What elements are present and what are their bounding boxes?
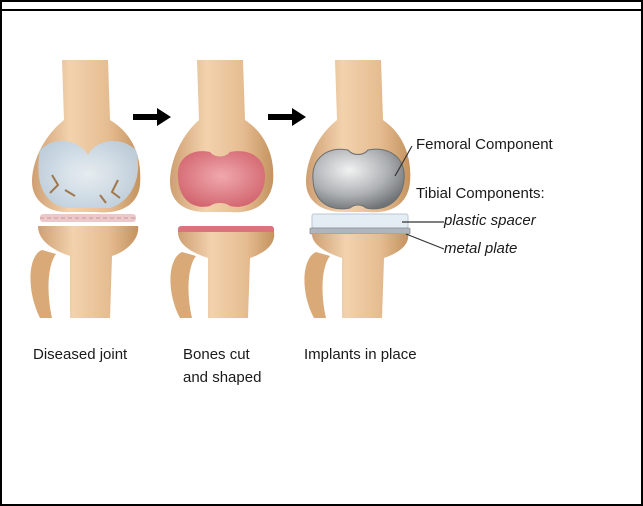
arrow-2 [268,108,306,126]
diseased-knee [30,60,140,318]
arrow-1 [133,108,171,126]
label-femoral-component: Femoral Component [416,136,553,153]
implant-knee [304,60,410,318]
label-metal-plate: metal plate [444,240,517,257]
caption-diseased-joint: Diseased joint [33,343,127,366]
caption-bones-cut: Bones cut and shaped [183,343,261,389]
cut-knee [170,60,274,318]
label-plastic-spacer: plastic spacer [444,212,536,229]
label-tibial-components: Tibial Components: [416,185,545,202]
caption-implants: Implants in place [304,343,417,366]
